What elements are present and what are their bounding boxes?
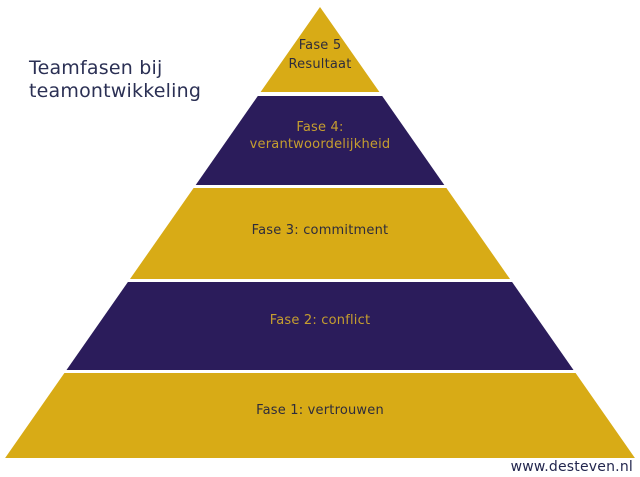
layer-label-line: verantwoordelijkheid (249, 137, 391, 152)
diagram-title: Teamfasen bij teamontwikkeling (29, 57, 202, 102)
pyramid-layer-fase-3 (130, 188, 510, 279)
pyramid-layer-fase-5 (260, 7, 380, 92)
pyramid-layer-fase-4 (195, 96, 445, 185)
layer-label-fase-1: Fase 1: vertrouwen (256, 403, 384, 419)
layer-label-line: Fase 3: commitment (251, 223, 389, 238)
pyramid-layer-fase-2 (66, 282, 574, 370)
layer-label-fase-4: Fase 4: verantwoordelijkheid (250, 119, 391, 153)
layer-label-line: Fase 1: vertrouwen (256, 403, 384, 418)
layer-label-line: Fase 5 (298, 38, 342, 53)
layer-label-line: Resultaat (288, 57, 352, 72)
website-url: www.desteven.nl (510, 459, 633, 475)
layer-label-fase-5: Fase 5 Resultaat (289, 36, 352, 74)
layer-label-line: Fase 4: (296, 120, 344, 135)
layer-label-line: Fase 2: conflict (269, 313, 371, 328)
layer-label-fase-2: Fase 2: conflict (270, 313, 371, 329)
layer-label-fase-3: Fase 3: commitment (252, 223, 389, 239)
pyramid-layer-fase-1 (5, 373, 635, 458)
